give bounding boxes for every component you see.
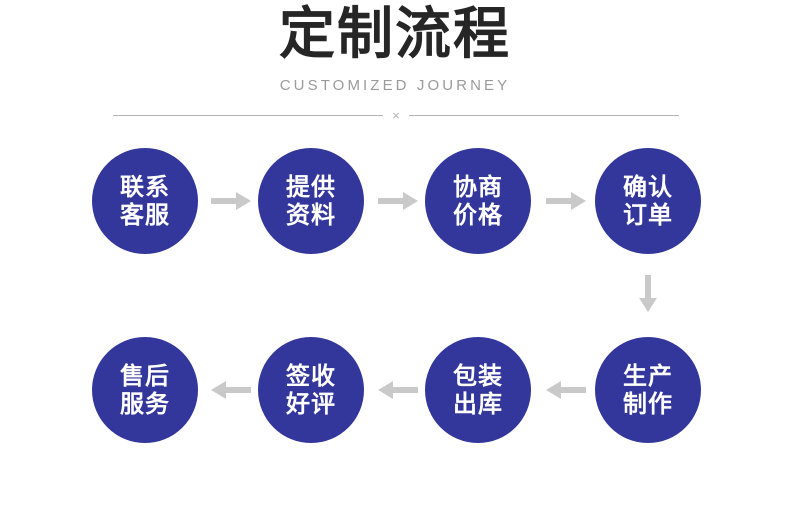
arrow-left-icon-1 (546, 379, 586, 401)
title-divider: × (113, 108, 679, 122)
flow-step-contact-service[interactable]: 联系 客服 (92, 148, 198, 254)
flow-step-label-line2: 服务 (120, 390, 170, 418)
flow-step-label-line2: 好评 (286, 390, 336, 418)
divider-line-left (113, 114, 384, 116)
arrow-down-icon (637, 275, 659, 312)
flow-step-label-line2: 出库 (453, 390, 503, 418)
divider-cross-icon: × (392, 107, 400, 123)
flow-step-label-line1: 包装 (453, 362, 503, 390)
flow-step-label-line1: 确认 (623, 173, 673, 201)
flow-step-production[interactable]: 生产 制作 (595, 337, 701, 443)
flow-step-label-line1: 签收 (286, 362, 336, 390)
divider-line-right (408, 114, 679, 116)
flow-step-signoff-review[interactable]: 签收 好评 (258, 337, 364, 443)
flow-step-label-line2: 制作 (623, 390, 673, 418)
flow-step-label-line2: 客服 (120, 201, 170, 229)
flow-step-label-line2: 资料 (286, 201, 336, 229)
page-title: 定制流程 (279, 2, 511, 67)
flow-diagram: 联系 客服 提供 资料 协商 价格 确认 订单 (0, 125, 790, 509)
arrow-right-icon-3 (546, 190, 586, 212)
arrow-right-icon-1 (211, 190, 251, 212)
arrow-right-icon-2 (378, 190, 418, 212)
flow-step-label-line1: 提供 (286, 173, 336, 201)
flow-step-label-line1: 协商 (453, 173, 503, 201)
page-subtitle: CUSTOMIZED JOURNEY (279, 77, 511, 94)
arrow-left-icon-2 (378, 379, 418, 401)
flow-step-provide-materials[interactable]: 提供 资料 (258, 148, 364, 254)
flow-step-package-shipment[interactable]: 包装 出库 (425, 337, 531, 443)
flow-step-confirm-order[interactable]: 确认 订单 (595, 148, 701, 254)
flow-step-after-sales-service[interactable]: 售后 服务 (92, 337, 198, 443)
flow-step-label-line1: 联系 (120, 173, 170, 201)
flow-step-label-line2: 价格 (453, 201, 503, 229)
arrow-left-icon-3 (211, 379, 251, 401)
flow-step-label-line2: 订单 (623, 201, 673, 229)
flow-step-label-line1: 生产 (623, 362, 673, 390)
flow-step-negotiate-price[interactable]: 协商 价格 (425, 148, 531, 254)
flow-step-label-line1: 售后 (120, 362, 170, 390)
header: 定制流程 CUSTOMIZED JOURNEY × (0, 0, 790, 125)
